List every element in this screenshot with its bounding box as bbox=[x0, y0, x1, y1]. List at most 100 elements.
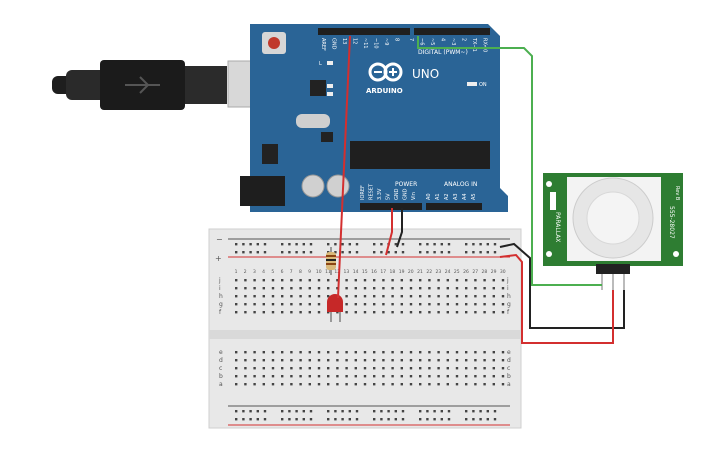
breadboard-hole[interactable] bbox=[428, 311, 431, 314]
breadboard-hole[interactable] bbox=[419, 287, 422, 290]
breadboard-hole[interactable] bbox=[244, 303, 247, 306]
rail-hole[interactable] bbox=[355, 243, 359, 246]
breadboard-hole[interactable] bbox=[271, 279, 275, 282]
breadboard-hole[interactable] bbox=[492, 375, 495, 378]
rail-hole[interactable] bbox=[465, 251, 468, 254]
breadboard-hole[interactable] bbox=[428, 279, 431, 282]
breadboard-hole[interactable] bbox=[419, 303, 422, 306]
breadboard-hole[interactable] bbox=[290, 311, 293, 314]
breadboard-hole[interactable] bbox=[336, 279, 339, 282]
breadboard-hole[interactable] bbox=[363, 367, 367, 370]
breadboard-hole[interactable] bbox=[501, 303, 505, 306]
breadboard-hole[interactable] bbox=[419, 295, 422, 298]
rail-hole[interactable] bbox=[327, 243, 330, 246]
breadboard-hole[interactable] bbox=[290, 295, 293, 298]
breadboard-hole[interactable] bbox=[483, 375, 486, 378]
rail-hole[interactable] bbox=[334, 410, 337, 413]
breadboard-hole[interactable] bbox=[465, 295, 468, 298]
rail-hole[interactable] bbox=[302, 410, 305, 413]
breadboard-hole[interactable] bbox=[308, 295, 311, 298]
rail-hole[interactable] bbox=[373, 418, 376, 421]
breadboard-hole[interactable] bbox=[474, 375, 477, 378]
rail-hole[interactable] bbox=[281, 418, 284, 421]
breadboard-hole[interactable] bbox=[437, 311, 440, 314]
breadboard-hole[interactable] bbox=[501, 383, 505, 386]
rail-hole[interactable] bbox=[433, 243, 436, 246]
breadboard-hole[interactable] bbox=[253, 351, 256, 354]
breadboard-hole[interactable] bbox=[336, 351, 339, 354]
breadboard-hole[interactable] bbox=[437, 367, 440, 370]
breadboard-hole[interactable] bbox=[400, 359, 403, 362]
rail-hole[interactable] bbox=[401, 418, 405, 421]
breadboard-hole[interactable] bbox=[253, 375, 256, 378]
rail-hole[interactable] bbox=[348, 418, 351, 421]
breadboard-hole[interactable] bbox=[501, 351, 505, 354]
rail-hole[interactable] bbox=[479, 418, 482, 421]
rail-hole[interactable] bbox=[281, 251, 284, 254]
breadboard-hole[interactable] bbox=[336, 367, 339, 370]
rail-hole[interactable] bbox=[426, 251, 429, 254]
rail-hole[interactable] bbox=[341, 418, 344, 421]
breadboard-hole[interactable] bbox=[419, 311, 422, 314]
breadboard-hole[interactable] bbox=[308, 383, 311, 386]
breadboard-hole[interactable] bbox=[345, 295, 348, 298]
breadboard-hole[interactable] bbox=[400, 279, 403, 282]
breadboard-hole[interactable] bbox=[373, 375, 376, 378]
rail-hole[interactable] bbox=[281, 243, 284, 246]
breadboard-hole[interactable] bbox=[400, 367, 403, 370]
breadboard-hole[interactable] bbox=[354, 351, 357, 354]
breadboard-hole[interactable] bbox=[492, 311, 495, 314]
breadboard-hole[interactable] bbox=[235, 359, 238, 362]
breadboard-hole[interactable] bbox=[483, 311, 486, 314]
breadboard-hole[interactable] bbox=[373, 351, 376, 354]
rail-hole[interactable] bbox=[295, 418, 298, 421]
breadboard-hole[interactable] bbox=[483, 359, 486, 362]
breadboard-hole[interactable] bbox=[354, 383, 357, 386]
breadboard-hole[interactable] bbox=[281, 383, 284, 386]
breadboard-hole[interactable] bbox=[317, 375, 321, 378]
breadboard-hole[interactable] bbox=[501, 287, 505, 290]
breadboard-hole[interactable] bbox=[345, 367, 348, 370]
rail-hole[interactable] bbox=[288, 418, 291, 421]
breadboard-hole[interactable] bbox=[419, 351, 422, 354]
breadboard-hole[interactable] bbox=[373, 311, 376, 314]
breadboard-hole[interactable] bbox=[299, 383, 302, 386]
rail-hole[interactable] bbox=[401, 251, 405, 254]
breadboard-hole[interactable] bbox=[474, 383, 477, 386]
breadboard-hole[interactable] bbox=[382, 287, 385, 290]
breadboard-hole[interactable] bbox=[391, 279, 394, 282]
breadboard-hole[interactable] bbox=[455, 295, 459, 298]
rail-hole[interactable] bbox=[472, 418, 475, 421]
breadboard-hole[interactable] bbox=[281, 367, 284, 370]
rail-hole[interactable] bbox=[327, 418, 330, 421]
breadboard-hole[interactable] bbox=[501, 295, 505, 298]
rail-hole[interactable] bbox=[394, 251, 397, 254]
breadboard-hole[interactable] bbox=[446, 383, 449, 386]
breadboard-hole[interactable] bbox=[465, 311, 468, 314]
breadboard-hole[interactable] bbox=[391, 311, 394, 314]
rail-hole[interactable] bbox=[263, 243, 267, 246]
rail-hole[interactable] bbox=[472, 243, 475, 246]
breadboard-hole[interactable] bbox=[235, 351, 238, 354]
breadboard-hole[interactable] bbox=[363, 295, 367, 298]
breadboard-hole[interactable] bbox=[437, 359, 440, 362]
breadboard-hole[interactable] bbox=[363, 303, 367, 306]
breadboard-hole[interactable] bbox=[235, 279, 238, 282]
breadboard-hole[interactable] bbox=[382, 295, 385, 298]
breadboard-hole[interactable] bbox=[363, 287, 367, 290]
breadboard-hole[interactable] bbox=[409, 295, 413, 298]
breadboard-hole[interactable] bbox=[419, 279, 422, 282]
breadboard-hole[interactable] bbox=[455, 383, 459, 386]
rail-hole[interactable] bbox=[447, 243, 451, 246]
rail-hole[interactable] bbox=[387, 410, 390, 413]
breadboard-hole[interactable] bbox=[299, 303, 302, 306]
breadboard-hole[interactable] bbox=[262, 375, 265, 378]
breadboard-hole[interactable] bbox=[382, 359, 385, 362]
breadboard-hole[interactable] bbox=[373, 279, 376, 282]
rail-hole[interactable] bbox=[288, 243, 291, 246]
rail-hole[interactable] bbox=[235, 251, 238, 254]
breadboard-hole[interactable] bbox=[428, 287, 431, 290]
breadboard-hole[interactable] bbox=[437, 351, 440, 354]
breadboard-hole[interactable] bbox=[308, 287, 311, 290]
rail-hole[interactable] bbox=[263, 418, 267, 421]
